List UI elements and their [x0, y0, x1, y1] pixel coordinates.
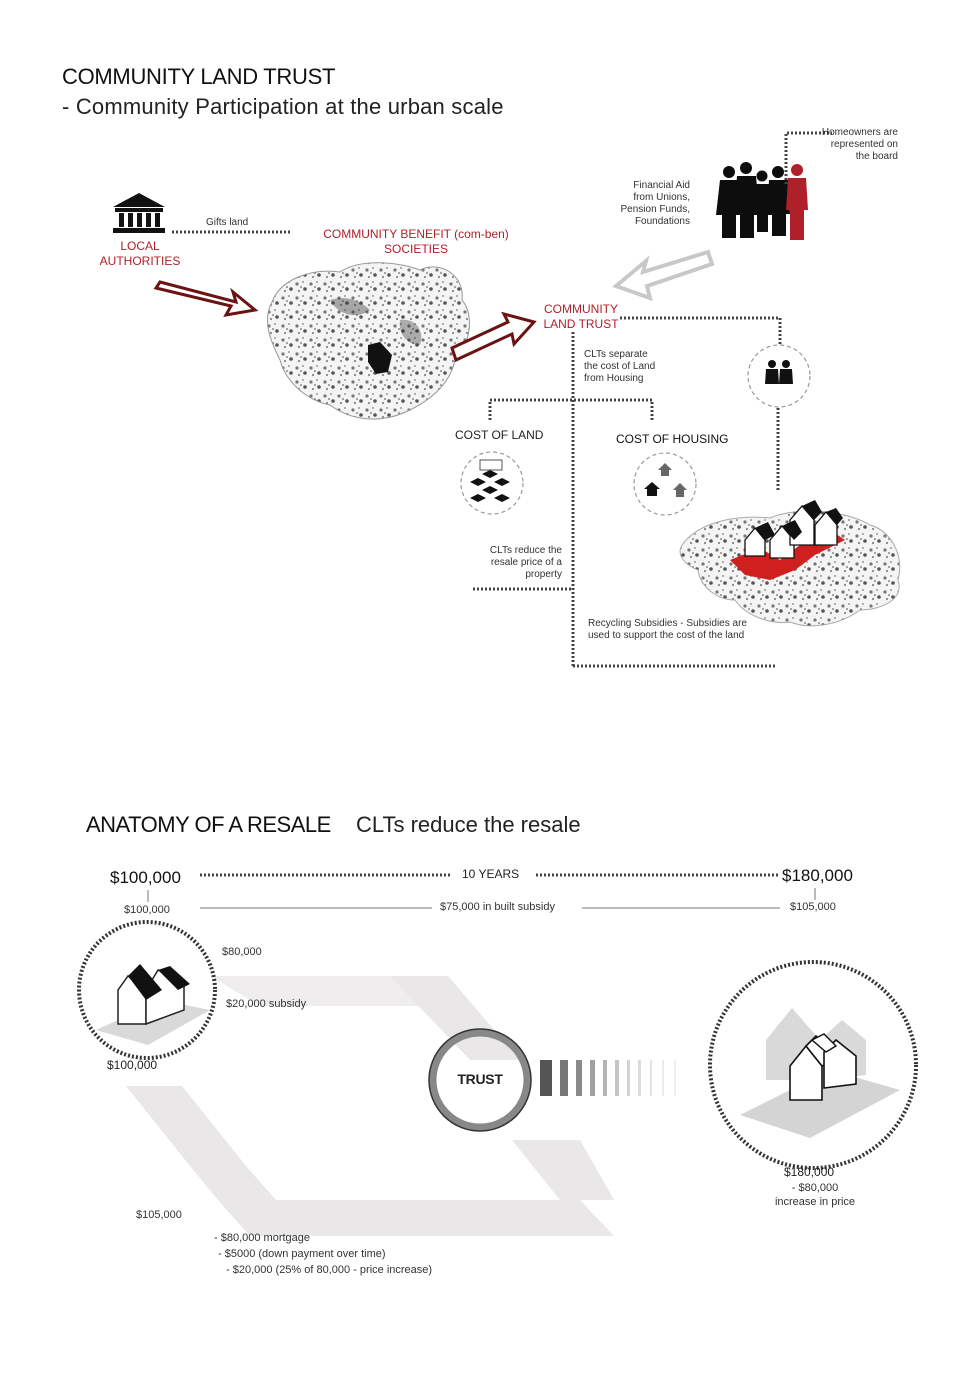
anatomy-title: ANATOMY OF A RESALE: [86, 812, 331, 837]
clt-label: COMMUNITY LAND TRUST: [543, 302, 619, 331]
authority-arrow-icon: [153, 280, 259, 318]
gradient-bars: [540, 1060, 676, 1096]
built-subsidy-label: $75,000 in built subsidy: [440, 901, 555, 913]
years-label: 10 YEARS: [462, 867, 520, 881]
gifts-land-label: Gifts land: [206, 217, 249, 228]
cost-of-land-circle: [460, 451, 524, 515]
right-house-circle: [708, 960, 918, 1170]
increase-amount: - $80,000: [791, 1182, 839, 1194]
cost-of-housing-label: COST OF HOUSING: [616, 432, 729, 446]
london-map-left: [266, 262, 470, 420]
trust-label: TRUST: [457, 1071, 503, 1087]
end-price-small: $105,000: [790, 901, 836, 913]
local-authorities-label: LOCAL AUTHORITIES: [99, 239, 181, 268]
start-price-small: $100,000: [124, 904, 170, 916]
start-price: $100,000: [110, 868, 181, 887]
trust-circle: [429, 1029, 531, 1131]
com-ben-label: COMMUNITY BENEFIT (com-ben) SOCIETIES: [323, 227, 509, 256]
price-105k: $105,000: [136, 1209, 182, 1221]
recycling-label: Recycling Subsidies - Subsidies are used…: [588, 618, 747, 641]
subsidy-20k: $20,000 subsidy: [226, 998, 307, 1010]
cost-of-housing-circle: [633, 452, 697, 516]
page-subtitle: - Community Participation at the urban s…: [62, 94, 504, 119]
anatomy-subtitle: CLTs reduce the resale: [356, 812, 581, 837]
house-right-price: $180,000: [784, 1165, 835, 1179]
homeowners-circle: [747, 344, 811, 408]
increase-label: increase in price: [774, 1196, 856, 1208]
price-80k: $80,000: [222, 946, 262, 958]
end-price: $180,000: [782, 866, 853, 885]
people-silhouettes-icon: [716, 162, 808, 240]
breakdown-down-payment: - $5000 (down payment over time): [218, 1248, 386, 1260]
land-plots-icon: [470, 459, 510, 502]
left-house-circle: [77, 920, 217, 1060]
house-left-price: $100,000: [107, 1058, 158, 1072]
financial-aid-label: Financial Aid from Unions, Pension Funds…: [620, 180, 691, 227]
house-right-icon: [740, 1008, 900, 1138]
homeowners-label: Homeowners are represented on the board: [821, 127, 898, 162]
cost-of-land-label: COST OF LAND: [455, 428, 544, 442]
map-to-clt-arrow-icon: [450, 311, 537, 363]
clt-reduce-label: CLTs reduce the resale price of a proper…: [489, 545, 562, 580]
resale-cycle-path: [126, 976, 614, 1236]
clt-separate-label: CLTs separate the cost of Land from Hous…: [584, 349, 656, 384]
houses-icon: [644, 463, 687, 497]
breakdown-price-increase: - $20,000 (25% of 80,000 - price increas…: [226, 1264, 433, 1276]
financial-aid-arrow-icon: [612, 249, 715, 302]
london-map-right: [679, 500, 901, 627]
house-left-icon: [96, 964, 210, 1045]
page-title: COMMUNITY LAND TRUST: [62, 64, 336, 89]
family-icon: [765, 360, 793, 384]
government-building-icon: [113, 193, 165, 233]
breakdown-mortgage: - $80,000 mortgage: [214, 1232, 311, 1244]
